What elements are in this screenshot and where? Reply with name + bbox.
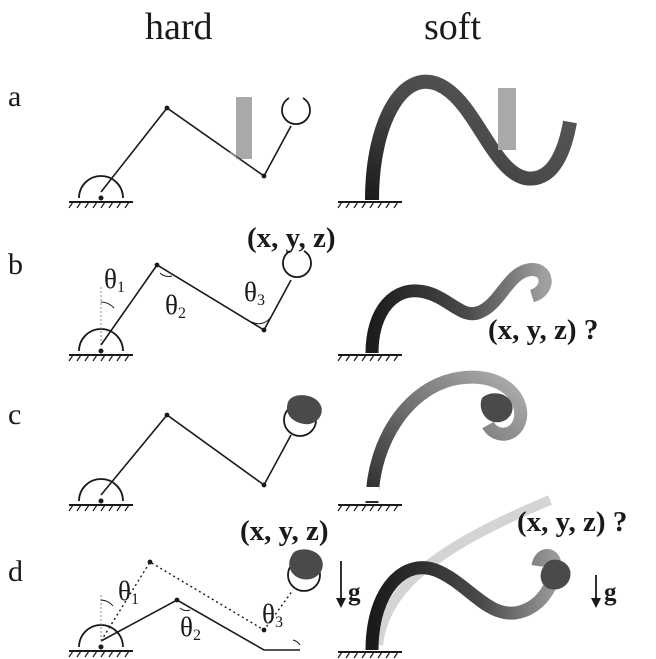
theta2-label-d: θ2 (180, 612, 201, 644)
row-a-hard-obstacle (236, 97, 252, 159)
row-d-soft-object (540, 559, 571, 590)
row-d-hard-object (289, 549, 323, 580)
coordinate-label-b-hard: (x, y, z) (247, 222, 336, 254)
coordinate-label-d-hard: (x, y, z) (240, 515, 329, 547)
coordinate-label-b-soft: (x, y, z) ? (488, 314, 599, 346)
row-label-a: a (8, 80, 22, 113)
row-d-soft-arm (337, 495, 601, 659)
theta1-label-b: θ1 (104, 264, 125, 296)
theta3-label-d: θ3 (262, 599, 283, 631)
gravity-label-soft: g (604, 579, 617, 606)
column-heading-soft: soft (424, 6, 481, 48)
row-c-hard-arm (68, 395, 322, 512)
gravity-label-hard: g (348, 579, 361, 606)
row-b-soft-arm (337, 263, 552, 362)
theta1-label-d: θ1 (118, 576, 139, 608)
row-a-soft-arm (337, 74, 577, 209)
row-c-soft-object (480, 393, 513, 423)
row-label-d: d (8, 555, 23, 588)
theta2-label-b: θ2 (165, 290, 186, 322)
row-label-b: b (8, 248, 23, 281)
row-d-hard-arm (68, 549, 346, 658)
coordinate-label-d-soft: (x, y, z) ? (517, 506, 628, 538)
row-a-hard-arm (68, 97, 311, 209)
row-b-hard-arm (68, 250, 312, 362)
row-c-soft-arm (337, 370, 528, 512)
row-c-hard-object (286, 395, 322, 425)
row-label-c: c (8, 398, 22, 431)
theta3-label-b: θ3 (244, 277, 265, 309)
column-heading-hard: hard (145, 6, 213, 48)
row-a-soft-obstacle (498, 88, 516, 150)
